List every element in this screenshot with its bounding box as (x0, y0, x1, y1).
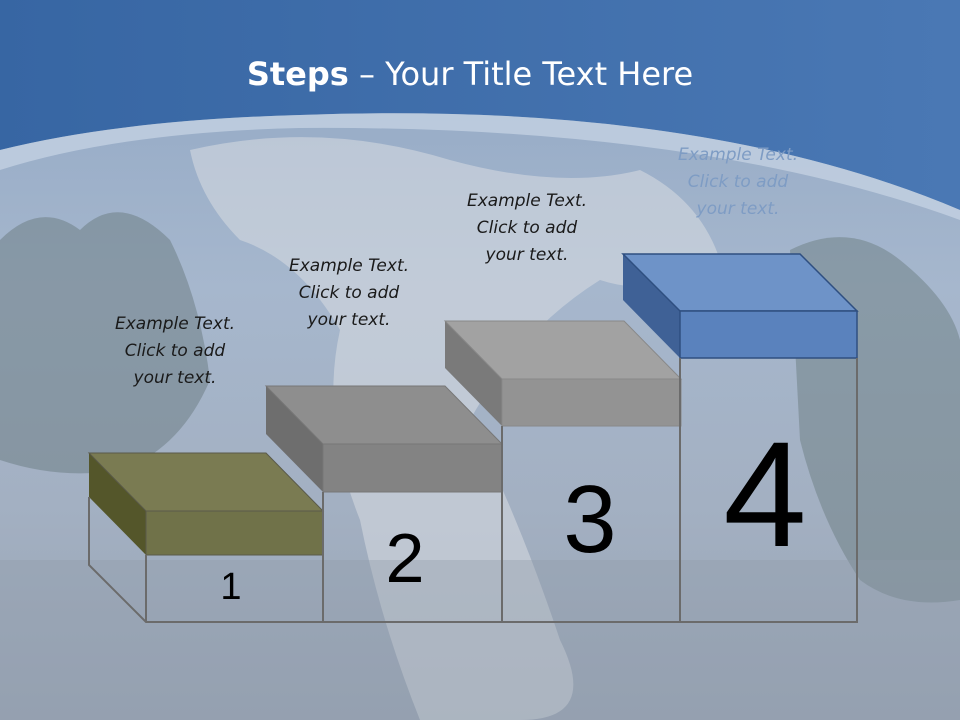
step-4-number: 4 (723, 410, 807, 578)
step-3-text[interactable]: Example Text. Click to add your text. (466, 191, 588, 265)
step-1-block (87, 452, 325, 556)
title-bold: Steps (246, 55, 349, 93)
tree-silhouette-left (0, 212, 210, 474)
step-1-number: 1 (220, 566, 242, 608)
header-band (0, 0, 960, 210)
step-4-block (621, 253, 859, 359)
step-2-number: 2 (385, 519, 425, 597)
step-3-block (443, 320, 683, 427)
step-1-text[interactable]: Example Text. Click to add your text. (114, 314, 236, 388)
step-4-front (679, 310, 858, 359)
step-4-side (623, 254, 680, 358)
staircase-frame (88, 358, 858, 623)
step-3-front (501, 378, 682, 427)
step-1-side (89, 453, 146, 555)
title-rest: – Your Title Text Here (348, 55, 694, 93)
step-2-text[interactable]: Example Text. Click to add your text. (288, 256, 410, 330)
step-3-side (445, 321, 502, 426)
step-2-side (266, 386, 323, 492)
header-arc (0, 113, 960, 220)
step-2-front (322, 443, 503, 493)
bottom-wash (0, 560, 960, 720)
slide-title[interactable]: Steps – Your Title Text Here (0, 55, 940, 93)
step-1-front (145, 510, 324, 556)
step-3-number: 3 (563, 466, 617, 573)
step-2-block (264, 385, 504, 493)
step-4-text[interactable]: Example Text. Click to add your text. (677, 145, 799, 219)
